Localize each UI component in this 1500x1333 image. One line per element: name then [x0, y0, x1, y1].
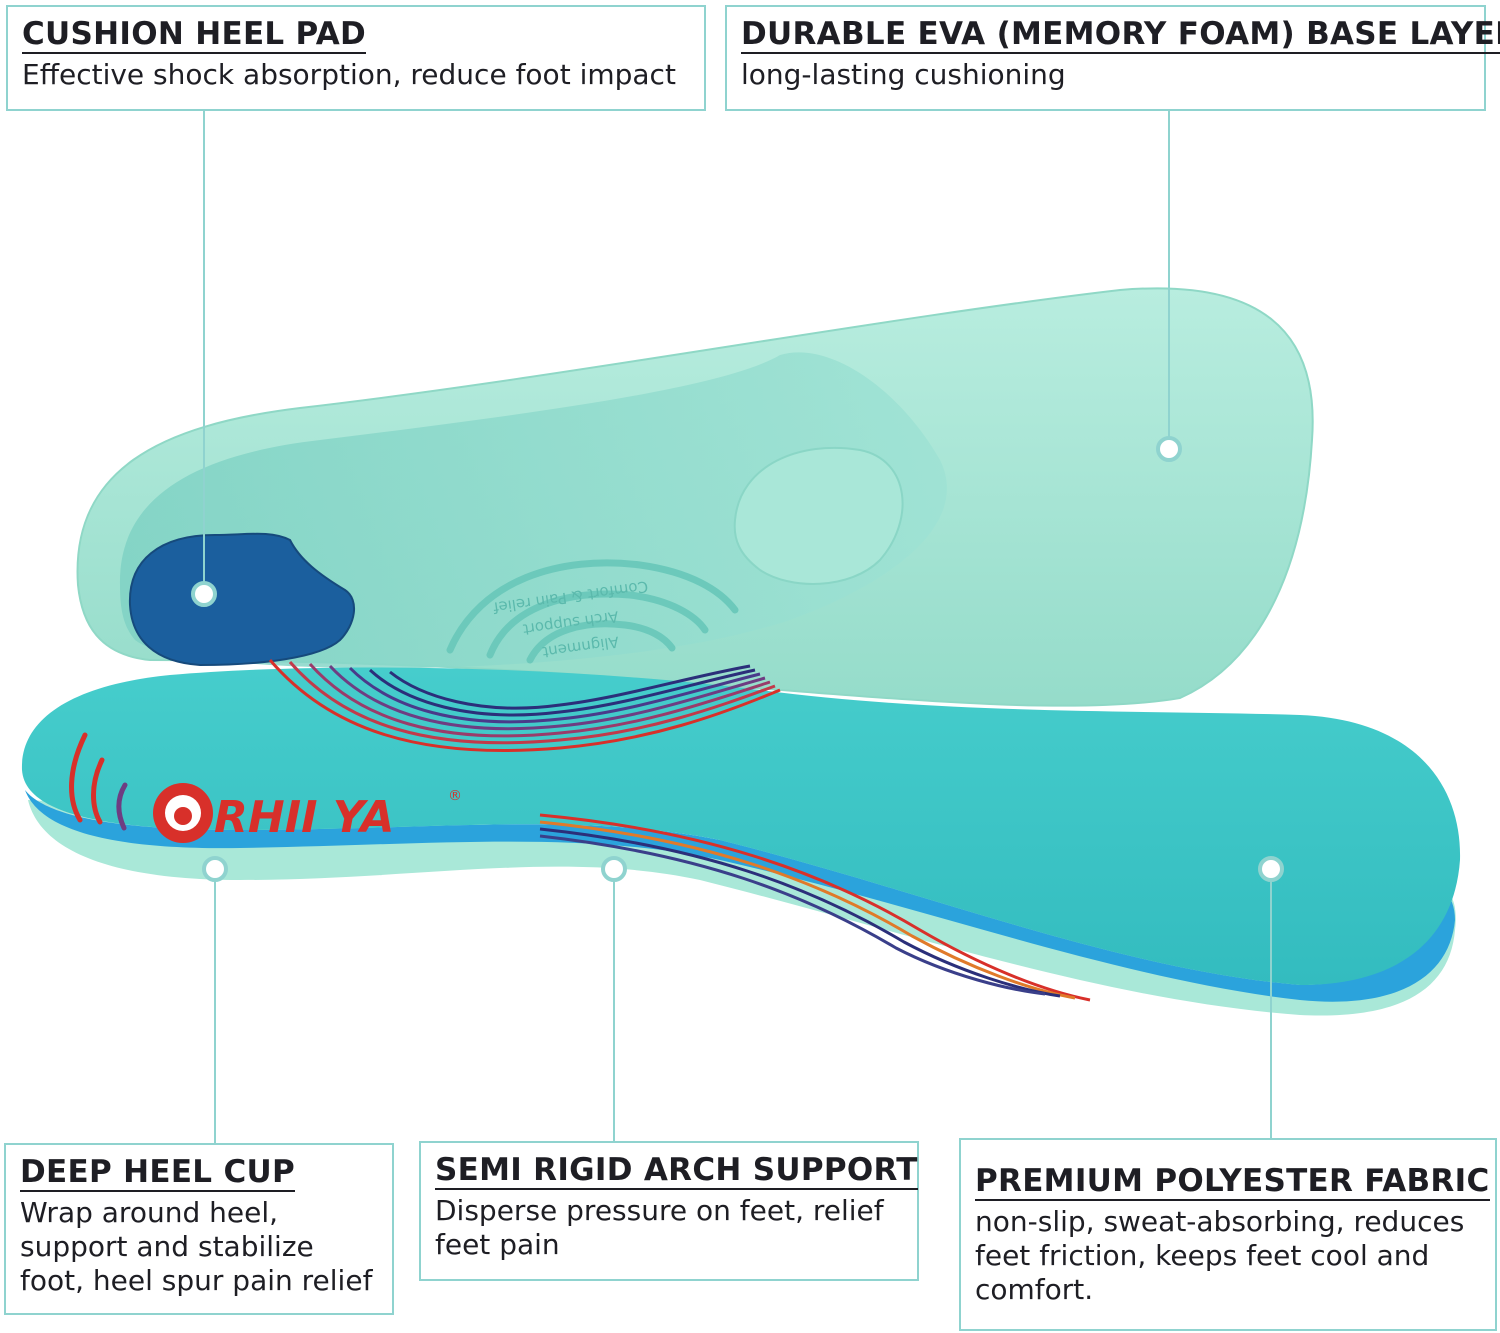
callout-title: CUSHION HEEL PAD [22, 16, 367, 54]
brand-logo-text: RHII YA [214, 792, 394, 843]
insole-base-layer [28, 800, 1456, 1016]
callout-title: DURABLE EVA (MEMORY FOAM) BASE LAYER [741, 17, 1500, 54]
decorative-stripes-upper [268, 659, 781, 753]
callout-title: PREMIUM POLYESTER FABRIC [975, 1163, 1490, 1201]
insole-top-view: RHII YA ® [21, 659, 1461, 1016]
marker-dot-cushion-heel-pad [191, 581, 217, 607]
decorative-stripes-lower [539, 813, 1091, 1002]
marker-dot-polyester-fabric [1258, 856, 1284, 882]
callout-title: DEEP HEEL CUP [20, 1154, 295, 1192]
marker-dot-eva-base [1156, 436, 1182, 462]
leader-lines [203, 111, 1272, 1143]
insole-bottom-view: Comfort & Pain relief Arch support Align… [76, 287, 1314, 707]
heel-swoosh-marks [69, 732, 128, 831]
callout-eva-base-layer: DURABLE EVA (MEMORY FOAM) BASE LAYER lon… [725, 5, 1500, 111]
callout-description: long-lasting cushioning [741, 57, 1066, 91]
callout-description: Effective shock absorption, reduce foot … [22, 57, 676, 91]
callout-deep-heel-cup: DEEP HEEL CUP Wrap around heel, support … [4, 1143, 394, 1315]
callout-title: SEMI RIGID ARCH SUPPORT [435, 1152, 918, 1190]
callout-description: non-slip, sweat-absorbing, reduces feet … [975, 1204, 1465, 1307]
fabric-top-surface [21, 667, 1461, 985]
brand-logo: RHII YA ® [153, 783, 462, 843]
foam-edge [25, 790, 1455, 1002]
arch-imprint-arcs [446, 559, 739, 664]
forefoot-pad [733, 446, 904, 585]
marker-dot-deep-heel-cup [202, 856, 228, 882]
callout-polyester-fabric: PREMIUM POLYESTER FABRIC non-slip, sweat… [959, 1138, 1497, 1331]
marker-dots [191, 436, 1284, 882]
callout-arch-support: SEMI RIGID ARCH SUPPORT Disperse pressur… [419, 1141, 919, 1281]
callout-description: Disperse pressure on feet, relief feet p… [435, 1193, 884, 1261]
callout-description: Wrap around heel, support and stabilize … [20, 1195, 373, 1298]
callout-cushion-heel-pad: CUSHION HEEL PAD Effective shock absorpt… [6, 5, 706, 111]
registered-mark: ® [448, 788, 462, 804]
heel-pad [128, 532, 356, 667]
marker-dot-arch-support [601, 856, 627, 882]
